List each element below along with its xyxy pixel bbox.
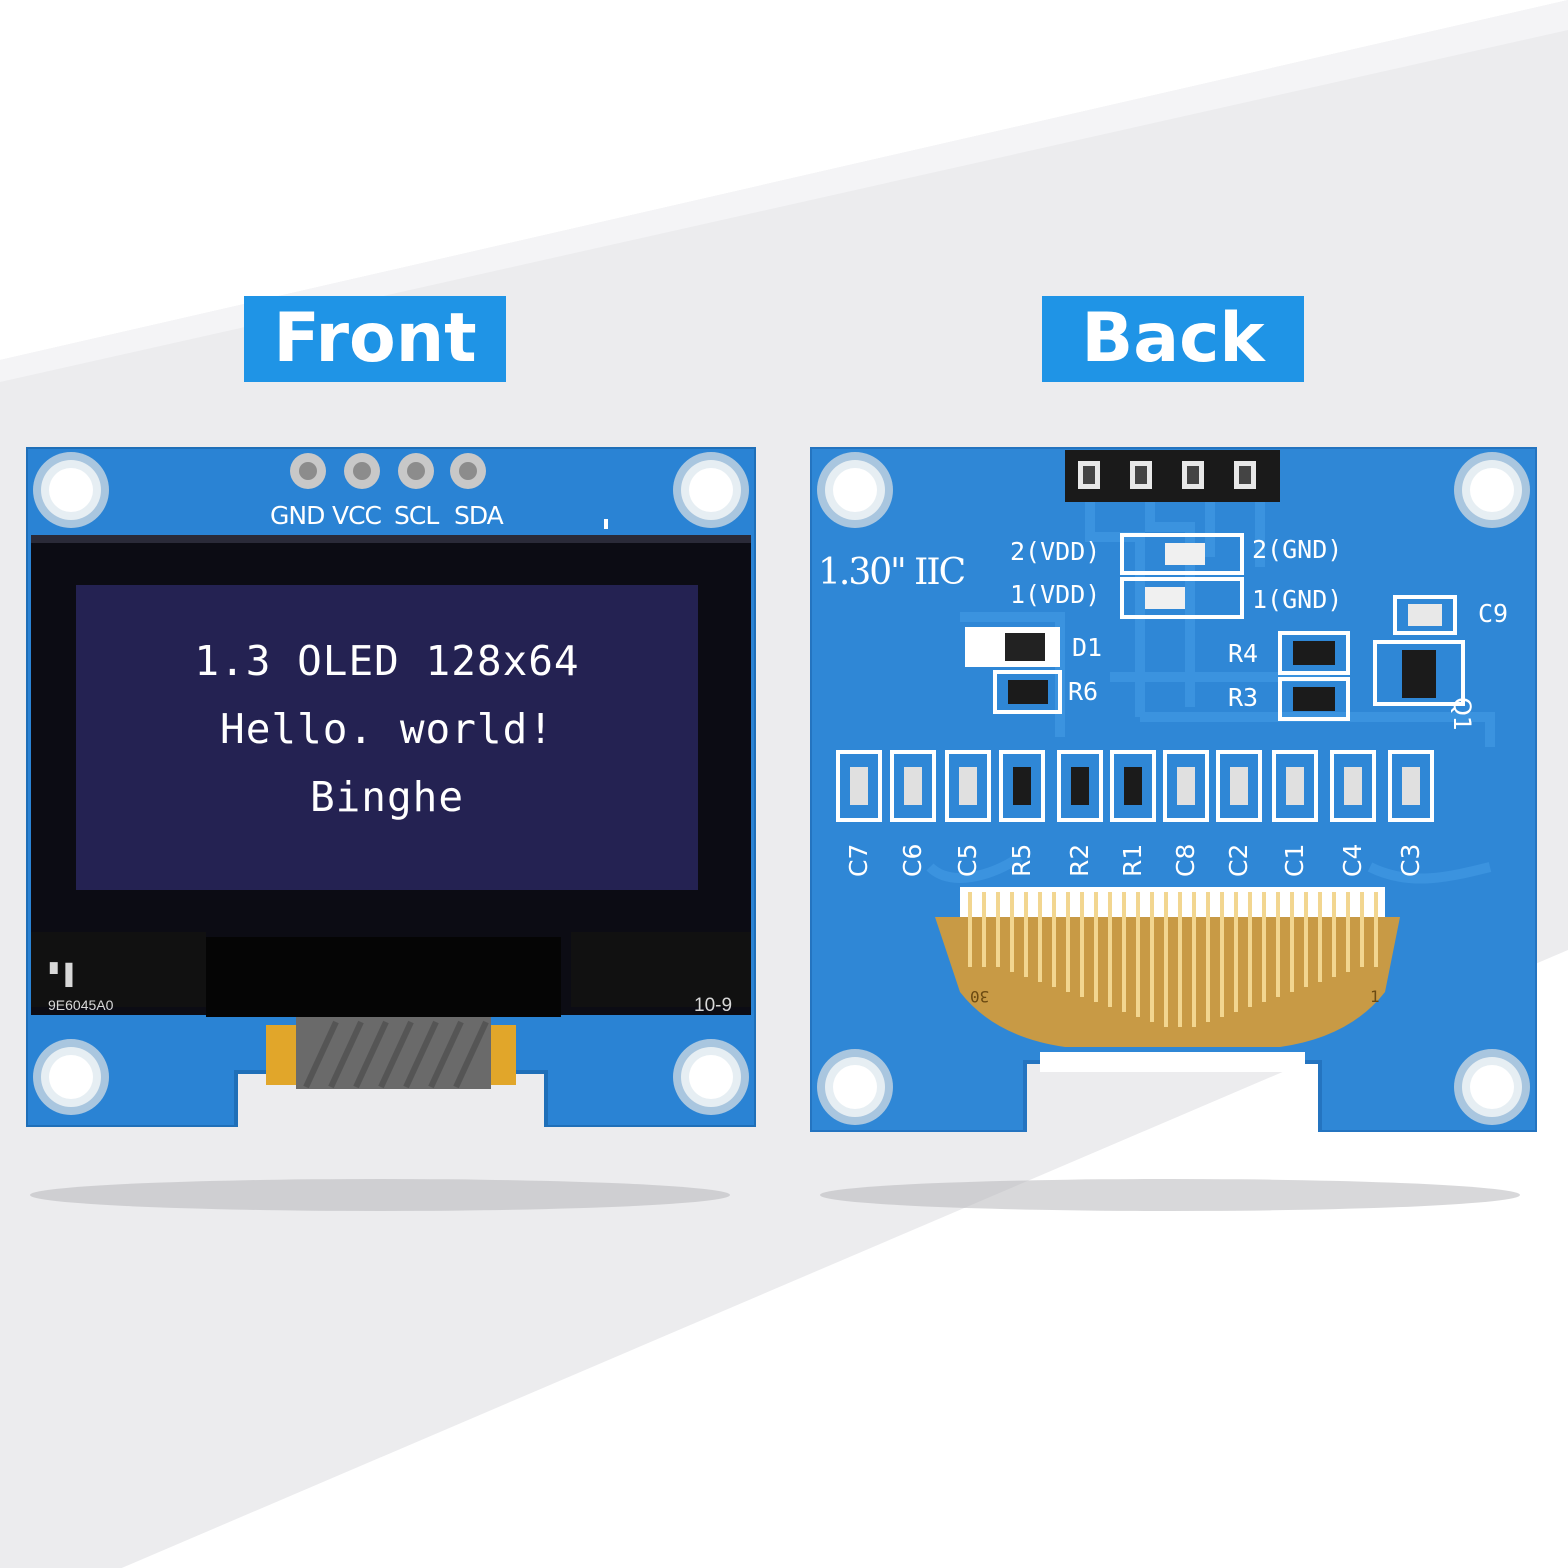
mounting-hole-icon [817, 452, 1530, 1125]
pin-label-sda: SDA [454, 501, 504, 530]
back-board: 1.30" IIC 2(VDD) 1(VDD) 2(GND) 1(GND) D1… [810, 447, 1537, 1132]
label-c3: C3 [1396, 843, 1425, 877]
back-tag: Back [1042, 296, 1304, 382]
label-r3: R3 [1228, 683, 1259, 712]
front-tag: Front [244, 296, 506, 382]
jumper-label-1-vdd: 1(VDD) [1010, 580, 1101, 609]
screen-line-3: Binghe [309, 773, 465, 821]
jumper-label-2-vdd: 2(VDD) [1010, 537, 1101, 566]
jumper-block-icon [1120, 533, 1244, 619]
panel-logo-icon: ▘▌ [50, 964, 80, 986]
board-title: 1.30" IIC [818, 552, 966, 593]
front-board: GND VCC SCL SDA 1.3 OLED 128x64 Hello. w… [26, 447, 756, 1127]
screen-line-2: Hello. world! [220, 705, 554, 753]
label-c1: C1 [1280, 843, 1309, 877]
label-c6: C6 [898, 843, 927, 877]
label-c7: C7 [844, 843, 873, 877]
back-pcb-graphic [810, 447, 1537, 1132]
label-c5: C5 [953, 843, 982, 877]
label-c2: C2 [1224, 843, 1253, 877]
header-pins-icon [1065, 450, 1280, 502]
label-c9: C9 [1478, 599, 1509, 628]
label-c8: C8 [1171, 843, 1200, 877]
pin-label-vcc: VCC [332, 501, 382, 530]
solder-pad-icon [290, 453, 486, 489]
label-r2: R2 [1065, 843, 1094, 877]
panel-date: 10-9 [694, 995, 733, 1016]
label-d1: D1 [1072, 633, 1103, 662]
jumper-label-1-gnd: 1(GND) [1252, 585, 1343, 614]
fpc-connector-icon [935, 887, 1400, 1072]
pin-label-scl: SCL [394, 501, 439, 530]
label-r6: R6 [1068, 677, 1099, 706]
pin-label-gnd: GND [270, 501, 325, 530]
fpc-mark-30: 30 [970, 987, 990, 1006]
label-r1: R1 [1118, 843, 1147, 877]
panel-code: 9E6045A0 [48, 997, 114, 1013]
label-r5: R5 [1007, 843, 1036, 877]
label-q1: Q1 [1448, 697, 1476, 732]
label-c4: C4 [1338, 843, 1367, 877]
jumper-label-2-gnd: 2(GND) [1252, 535, 1343, 564]
smd-component-row-icon [836, 750, 1434, 822]
mounting-hole-icon [33, 452, 749, 1115]
oled-screen: 1.3 OLED 128x64 Hello. world! Binghe [76, 585, 698, 890]
screen-line-1: 1.3 OLED 128x64 [194, 637, 580, 685]
label-r4: R4 [1228, 639, 1259, 668]
fpc-mark-1: 1 [1370, 987, 1380, 1006]
